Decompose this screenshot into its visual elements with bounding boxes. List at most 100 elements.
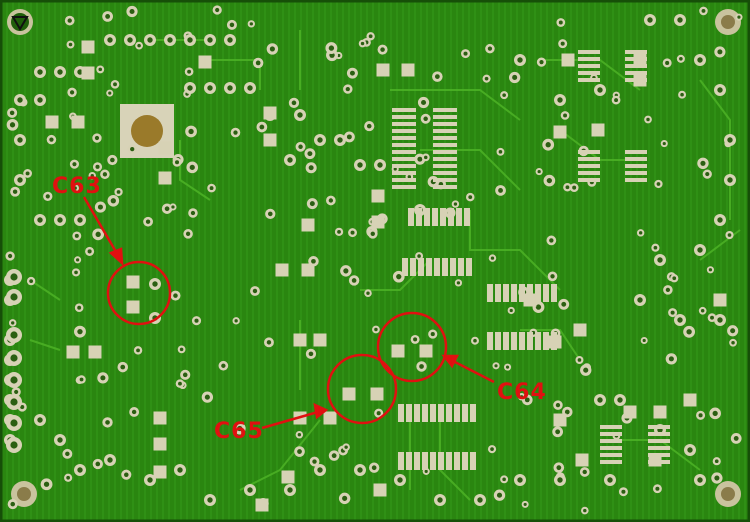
via-hole [167,37,173,43]
via-hole [535,304,542,310]
ic-pin [648,460,670,464]
via-hole [677,17,683,23]
via-hole [473,338,477,343]
via-hole [190,210,196,216]
via-hole [171,205,175,209]
via-hole [468,195,473,200]
c65-label: C65 [214,419,264,444]
via-hole [267,211,273,217]
via-hole [8,253,13,259]
via-hole [502,477,506,482]
callout-arrows [82,196,495,430]
via-hole [737,15,741,19]
via-hole [647,17,653,23]
via-hole [255,60,261,66]
via-hole [10,376,18,384]
ic-pin [600,446,622,450]
via-hole [269,46,275,52]
ic-pin [600,432,622,436]
via-hole [185,231,191,236]
via-hole [498,150,503,154]
via-hole [421,99,427,106]
via-hole [423,116,428,122]
smd-pad [575,453,589,467]
via-hole [727,233,732,237]
ic-pin [433,171,457,175]
ic-pin [433,108,457,112]
via-hole [550,274,555,279]
ic-pin [456,208,462,226]
ic-pin [398,404,404,422]
ic-pin [487,332,493,350]
via-hole [124,472,129,478]
ic-pin [432,208,438,226]
ic-pin [543,332,549,350]
via-hole [727,177,733,183]
via-hole [708,268,713,272]
via-hole [496,492,503,498]
via-hole [94,135,100,141]
via-hole [397,477,403,483]
via-hole [393,167,397,171]
ic-pin [392,108,416,112]
via-hole [509,308,513,313]
smd-pad [153,465,167,479]
via-hole [97,204,103,210]
ic-pin [625,50,647,54]
ic-pin [462,404,468,422]
smd-pad [323,411,337,425]
via-hole [69,90,75,95]
ic-pin [433,157,457,161]
via-hole [57,69,63,75]
via-hole [68,42,73,47]
smd-pad [391,344,405,358]
smd-pad [683,393,697,407]
smd-pad [376,63,390,77]
via-hole [517,477,523,483]
ic-pin [495,332,501,350]
via-hole [494,364,498,368]
via-hole [523,502,527,506]
via-hole [37,97,43,103]
via-hole [287,157,293,163]
via-hole [77,69,83,75]
via-hole [419,364,424,369]
ic-pin [424,208,430,226]
via-hole [247,487,253,493]
via-hole [512,74,518,81]
via-hole [697,57,703,63]
via-hole [686,329,692,335]
via-hole [312,459,317,464]
ic-pin [442,258,448,276]
ic-pin [433,122,457,126]
smd-pad [373,483,387,497]
smd-pad [71,115,85,129]
via-hole [57,217,63,223]
via-hole [317,137,323,143]
via-hole [517,57,523,63]
ic-pin [625,171,647,175]
via-hole [342,495,348,501]
via-hole [563,113,568,118]
ic-pin [503,284,509,302]
smd-pad [81,40,95,54]
via-hole [371,465,377,471]
ic-pin [527,284,533,302]
via-hole [107,457,113,463]
via-hole [182,372,188,378]
ic-pin [438,452,444,470]
via-hole [677,317,683,323]
ic-pin [648,446,670,450]
smd-pad [293,333,307,347]
via-hole [187,85,193,91]
component-pads [4,5,743,515]
via-hole [10,398,18,406]
ic-pin [446,404,452,422]
via-hole [727,137,733,143]
via-hole [557,97,563,103]
via-hole [490,256,495,260]
via-hole [234,319,238,323]
ic-pin [448,208,454,226]
